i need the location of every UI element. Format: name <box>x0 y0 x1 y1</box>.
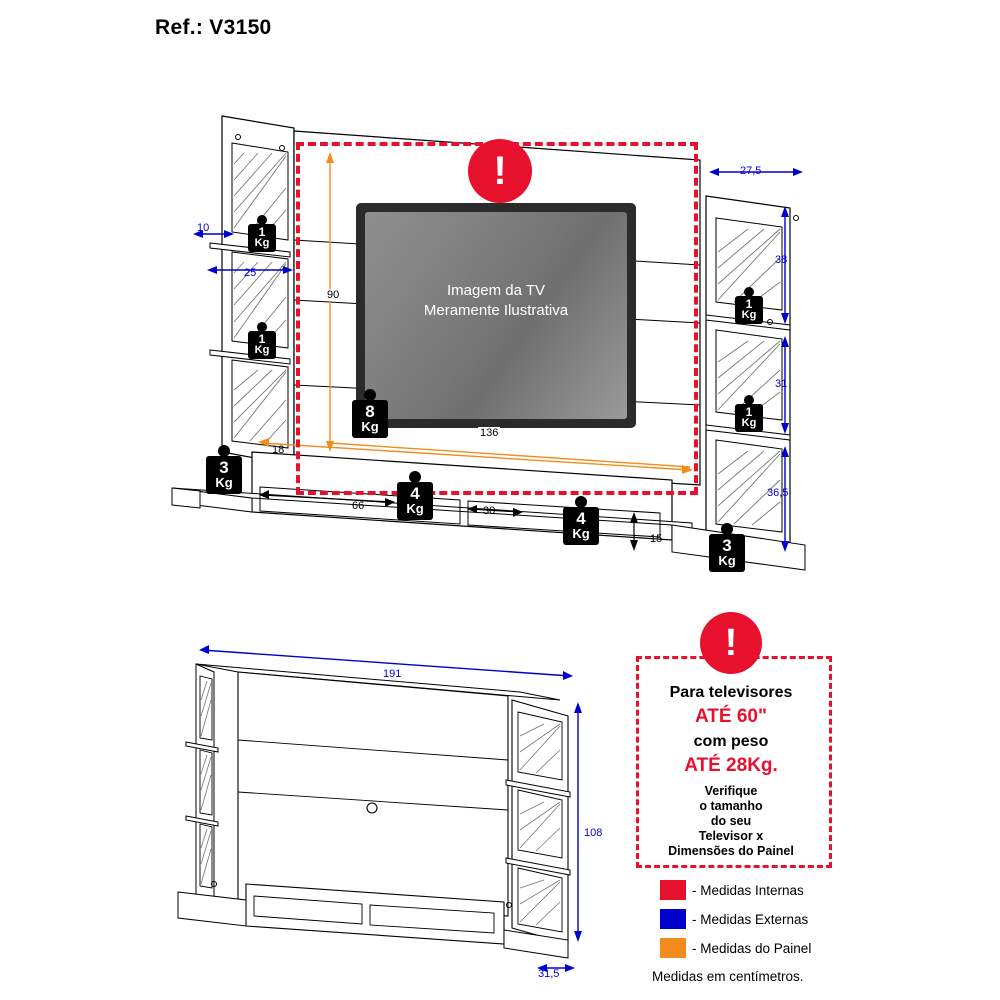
dim-panel-width-136: 136 <box>478 427 501 439</box>
weight-unit: Kg <box>406 501 424 517</box>
warning-note2: o tamanho <box>699 799 763 813</box>
dim-left-25: 25 <box>244 267 257 279</box>
dim-base-15: 15 <box>650 533 663 545</box>
weight-unit: Kg <box>741 417 757 430</box>
weight-tag-shelf-2: 1 Kg <box>248 322 276 360</box>
dim-base-18: 18 <box>272 444 285 456</box>
dim-right-275: 27,5 <box>740 165 762 177</box>
warning-line3: com peso <box>693 733 769 750</box>
dim-front-191: 191 <box>383 668 402 680</box>
weight-tag-shelf-4: 1 Kg <box>735 395 763 433</box>
weight-tag-base-left: 4 Kg <box>397 471 433 520</box>
page-title: Ref.: V3150 <box>155 16 272 39</box>
warning-note3: do seu <box>710 814 752 828</box>
tv-caption-line2: Meramente Ilustrativa <box>423 302 569 319</box>
dim-right-365: 36,5 <box>767 487 789 499</box>
dim-right-31: 31 <box>775 378 788 390</box>
weight-value: 3 <box>722 536 732 555</box>
weight-tag-side-right: 3 Kg <box>709 523 745 572</box>
weight-tag-shelf-1: 1 Kg <box>248 215 276 253</box>
tag-pin <box>744 395 754 405</box>
weight-value: 1 <box>745 297 753 311</box>
tv-illustration: Imagem da TV Meramente Ilustrativa <box>356 203 636 428</box>
dim-front-108: 108 <box>584 827 603 839</box>
tv-caption-line1: Imagem da TV <box>446 282 546 299</box>
tag-pin <box>409 471 421 483</box>
dim-left-10: 10 <box>197 222 210 234</box>
weight-unit: Kg <box>254 237 270 250</box>
weight-tag-side-left: 3 Kg <box>206 445 242 494</box>
legend-label-1: - Medidas Externas <box>692 912 809 927</box>
dim-panel-height-90: 90 <box>325 289 342 301</box>
legend-swatch-0 <box>660 880 686 900</box>
dim-right-38: 38 <box>775 254 788 266</box>
weight-value: 4 <box>410 484 420 503</box>
weight-unit: Kg <box>361 419 379 435</box>
weight-value: 8 <box>365 402 375 421</box>
dim-base-30: 30 <box>483 505 496 517</box>
dim-front-315: 31,5 <box>538 968 560 980</box>
weight-value: 1 <box>258 225 266 239</box>
legend-label-2: - Medidas do Painel <box>692 941 812 956</box>
weight-unit: Kg <box>741 309 757 322</box>
warning-icon-bottom: ! <box>700 612 762 674</box>
weight-value: 3 <box>219 458 229 477</box>
weight-unit: Kg <box>718 553 736 569</box>
warning-line2: ATÉ 60" <box>694 706 767 727</box>
warning-note4: Televisor x <box>698 829 764 843</box>
weight-value: 1 <box>258 332 266 346</box>
tag-pin <box>257 215 267 225</box>
tag-pin <box>575 496 587 508</box>
legend-swatch-2 <box>660 938 686 958</box>
weight-tag-base-right: 4 Kg <box>563 496 599 545</box>
weight-unit: Kg <box>215 475 233 491</box>
tag-pin <box>257 322 267 332</box>
weight-tag-shelf-3: 1 Kg <box>735 287 763 325</box>
tv-screen <box>365 212 627 419</box>
weight-unit: Kg <box>254 344 270 357</box>
warning-icon-top: ! <box>468 139 532 203</box>
warning-line4: ATÉ 28Kg. <box>684 755 778 776</box>
tag-pin <box>744 287 754 297</box>
weight-unit: Kg <box>572 526 590 542</box>
warning-line1: Para televisores <box>669 684 793 701</box>
weight-tag-tv: 8 Kg <box>352 389 388 438</box>
dim-base-66: 66 <box>352 500 365 512</box>
tag-pin <box>364 389 376 401</box>
tv-caption: Imagem da TV Meramente Ilustrativa <box>356 281 636 321</box>
legend-label-0: - Medidas Internas <box>692 883 804 898</box>
tag-pin <box>218 445 230 457</box>
legend-footer: Medidas em centímetros. <box>652 969 804 984</box>
weight-value: 4 <box>576 509 586 528</box>
legend-swatch-1 <box>660 909 686 929</box>
warning-note5: Dimensões do Painel <box>668 844 794 858</box>
tag-pin <box>721 523 733 535</box>
weight-value: 1 <box>745 405 753 419</box>
warning-note1: Verifique <box>704 784 758 798</box>
